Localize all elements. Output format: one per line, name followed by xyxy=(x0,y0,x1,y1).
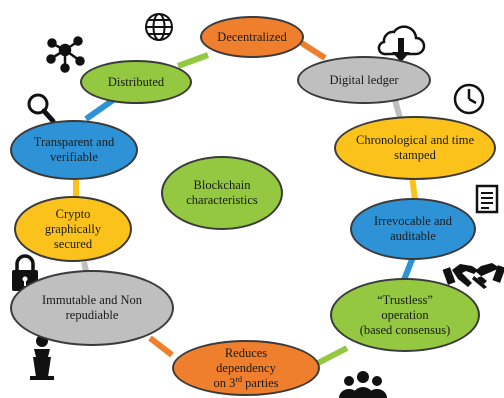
node-irrevocable-label: Irrevocable and auditable xyxy=(373,214,453,243)
node-reduces-dependency: Reduces dependency on 3rd parties xyxy=(172,340,320,396)
document-icon xyxy=(475,184,499,214)
node-reduces-line3a: on 3 xyxy=(213,375,236,390)
node-crypto-label: Crypto graphically secured xyxy=(44,206,102,251)
node-trustless-label: “Trustless” operation (based consensus) xyxy=(360,293,451,338)
magnifier-icon xyxy=(27,93,56,124)
clock-icon xyxy=(453,83,485,115)
node-distributed-label: Distributed xyxy=(107,74,165,89)
node-digital-ledger: Digital ledger xyxy=(297,56,431,104)
node-distributed: Distributed xyxy=(80,60,192,104)
node-decentralized: Decentralized xyxy=(200,16,304,58)
speaker-podium-icon xyxy=(30,335,54,380)
center-label: Blockchain characteristics xyxy=(186,178,258,207)
node-trustless-quote: “Trustless” xyxy=(377,292,433,307)
connector-decentralized-ledger xyxy=(298,39,327,61)
node-trustless: “Trustless” operation (based consensus) xyxy=(330,278,480,352)
node-immutable: Immutable and Non repudiable xyxy=(10,270,174,346)
connector-ledger-chronological xyxy=(392,99,403,119)
node-chronological-label: Chronological and time stamped xyxy=(355,133,475,162)
center-node: Blockchain characteristics xyxy=(161,156,283,230)
node-irrevocable: Irrevocable and auditable xyxy=(350,198,476,260)
connector-reduces-immutable xyxy=(148,335,174,358)
node-reduces-line3b: parties xyxy=(242,375,279,390)
node-transparent: Transparent and verifiable xyxy=(10,120,138,180)
node-reduces-sup: rd xyxy=(235,374,243,384)
node-chronological: Chronological and time stamped xyxy=(334,116,496,180)
connector-trustless-reduces xyxy=(316,345,349,366)
node-trustless-line2: operation xyxy=(381,307,429,322)
node-decentralized-label: Decentralized xyxy=(217,29,287,44)
network-icon xyxy=(46,36,85,73)
node-reduces-line1: Reduces xyxy=(224,345,268,360)
node-digital-ledger-label: Digital ledger xyxy=(329,72,399,87)
node-trustless-line3: (based consensus) xyxy=(359,322,451,337)
handshake-icon xyxy=(442,263,504,289)
cloud-download-icon xyxy=(377,25,426,62)
node-immutable-label: Immutable and Non repudiable xyxy=(42,293,142,322)
node-reduces-line2: dependency xyxy=(216,360,276,375)
people-group-icon xyxy=(339,371,387,398)
globe-icon xyxy=(145,13,173,41)
node-crypto: Crypto graphically secured xyxy=(14,196,132,262)
node-reduces-label: Reduces dependency on 3rd parties xyxy=(214,346,279,391)
connector-chronological-irrevocable xyxy=(409,175,418,201)
connector-distributed-decentralized xyxy=(176,52,210,69)
node-transparent-label: Transparent and verifiable xyxy=(33,135,115,164)
